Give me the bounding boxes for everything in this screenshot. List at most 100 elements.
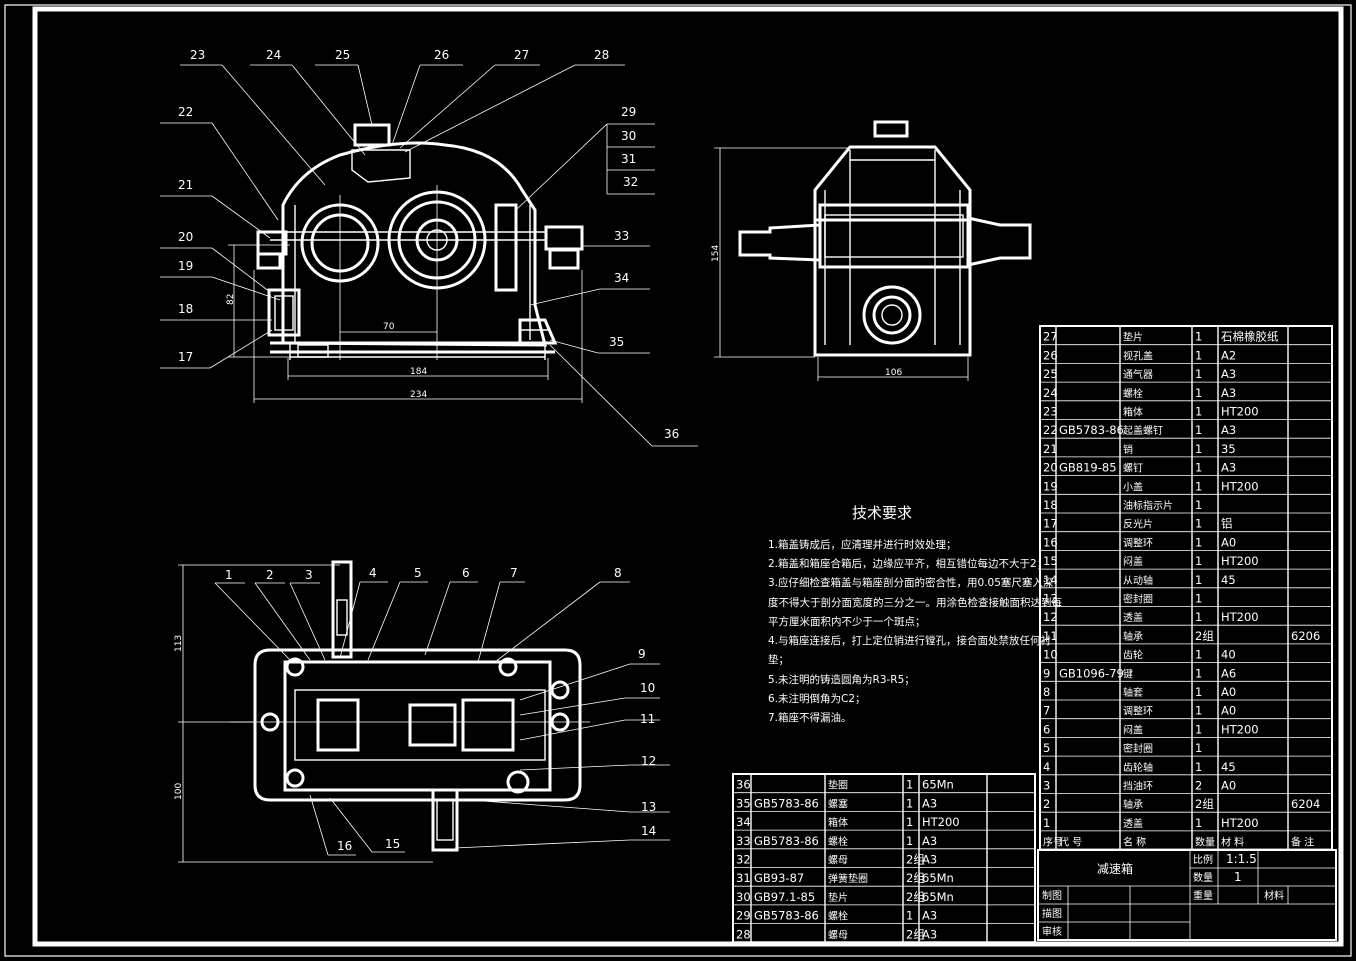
dim-154: 154	[711, 245, 721, 262]
table-cell: A0	[1221, 535, 1236, 549]
table-cell: 33	[736, 834, 751, 848]
material-label: 材料	[1264, 889, 1284, 902]
table-cell: GB5783-86	[754, 796, 819, 810]
table-cell: 垫片	[1123, 331, 1143, 344]
table-cell: 36	[736, 778, 751, 792]
table-cell: 透盖	[1123, 817, 1143, 830]
dim-106: 106	[885, 368, 902, 378]
table-cell: 2组	[906, 890, 925, 904]
table-cell: HT200	[1221, 554, 1259, 568]
table-cell: 18	[1043, 498, 1058, 512]
balloon-32: 32	[623, 175, 638, 189]
balloon-14: 14	[641, 824, 656, 838]
balloon-4: 4	[369, 566, 377, 580]
table-cell: 9	[1043, 666, 1050, 680]
table-cell: 1	[1195, 741, 1202, 755]
table-cell: 40	[1221, 648, 1236, 662]
balloon-34: 34	[614, 271, 629, 285]
table-border	[732, 773, 1036, 944]
table-cell: 密封圈	[1123, 593, 1153, 606]
balloon-24: 24	[266, 48, 281, 62]
req-line: 3.应仔细检查箱盖与箱座剖分面的密合性，用0.05塞尺塞入深	[768, 576, 1053, 589]
table-cell: 螺钉	[1123, 463, 1143, 475]
table-cell: A3	[922, 927, 937, 941]
table-cell: 8	[1043, 685, 1050, 699]
req-line: 度不得大于剖分面宽度的三分之一。用涂色检查接触面积达到每	[768, 596, 1062, 609]
balloon-13: 13	[641, 800, 656, 814]
table-cell: 1	[1195, 592, 1202, 606]
table-cell: 12	[1043, 610, 1058, 624]
balloon-31: 31	[621, 152, 636, 166]
scale-label: 比例	[1193, 853, 1213, 866]
balloon-16: 16	[337, 839, 352, 853]
table-cell: 16	[1043, 535, 1058, 549]
table-cell: 20	[1043, 461, 1058, 475]
balloon-30: 30	[621, 129, 636, 143]
balloon-11: 11	[640, 712, 655, 726]
table-cell: 35	[736, 796, 751, 810]
side-view: 154 106	[711, 120, 1032, 381]
table-cell: 31	[736, 871, 751, 885]
table-cell: 65Mn	[922, 871, 954, 885]
table-cell: 从动轴	[1123, 574, 1153, 587]
table-cell: 箱体	[828, 816, 848, 829]
table-cell: 1	[1195, 479, 1202, 493]
table-cell: 2组	[906, 927, 925, 941]
balloon-10: 10	[640, 681, 655, 695]
qty-value: 1	[1234, 870, 1242, 884]
table-cell: 齿轮	[1123, 649, 1143, 662]
table-cell: 1	[1195, 386, 1202, 400]
table-cell: 35	[1221, 442, 1236, 456]
table-cell: 键	[1123, 667, 1133, 680]
balloon-8: 8	[614, 566, 622, 580]
table-header-cell: 备 注	[1291, 836, 1314, 849]
table-cell: 弹簧垫圈	[828, 872, 868, 885]
table-cell: 34	[736, 815, 751, 829]
table-cell: 螺母	[828, 855, 848, 867]
table-cell: 螺栓	[828, 835, 848, 848]
table-cell: 11	[1043, 629, 1058, 643]
balloon-3: 3	[305, 568, 313, 582]
table-cell: HT200	[1221, 405, 1259, 419]
table-cell: 闷盖	[1123, 555, 1143, 568]
table-cell: 7	[1043, 704, 1050, 718]
table-cell: 1	[1195, 330, 1202, 344]
table-cell: 1	[906, 778, 913, 792]
table-cell: 1	[1195, 685, 1202, 699]
table-cell: 65Mn	[922, 778, 954, 792]
table-cell: 27	[1043, 330, 1058, 344]
table-cell: 32	[736, 853, 751, 867]
table-cell: HT200	[1221, 722, 1259, 736]
table-cell: A3	[922, 834, 937, 848]
req-line: 垫；	[768, 653, 789, 666]
table-cell: 1	[906, 815, 913, 829]
req-line: 7.箱座不得漏油。	[768, 711, 852, 724]
req-line: 平方厘米面积内不少于一个斑点；	[768, 615, 926, 628]
table-cell: 起盖螺钉	[1123, 424, 1163, 437]
table-cell: 28	[736, 927, 751, 941]
table-cell: 反光片	[1123, 518, 1153, 531]
trace-label: 描图	[1042, 907, 1062, 920]
table-cell: 1	[1195, 367, 1202, 381]
outer-border	[4, 4, 1352, 957]
table-cell: GB5783-86	[754, 909, 819, 923]
table-cell: 小盖	[1123, 480, 1143, 493]
weight-label: 重量	[1193, 889, 1213, 902]
balloon-9: 9	[638, 647, 646, 661]
table-header-cell: 代 号	[1059, 837, 1082, 849]
balloon-26: 26	[434, 48, 449, 62]
table-cell: 挡油环	[1123, 780, 1153, 793]
table-cell: 调整环	[1123, 705, 1153, 718]
table-cell: 1	[1195, 498, 1202, 512]
table-cell: 1	[1195, 442, 1202, 456]
table-cell: 6	[1043, 722, 1050, 736]
table-cell: 10	[1043, 648, 1058, 662]
table-cell: 26	[1043, 348, 1058, 362]
table-cell: 轴承	[1123, 630, 1143, 643]
req-line: 2.箱盖和箱座合箱后，边缘应平齐，相互错位每边不大于2；	[768, 557, 1047, 570]
table-cell: 1	[1195, 610, 1202, 624]
table-cell: 箱体	[1123, 406, 1143, 419]
balloon-27: 27	[514, 48, 529, 62]
